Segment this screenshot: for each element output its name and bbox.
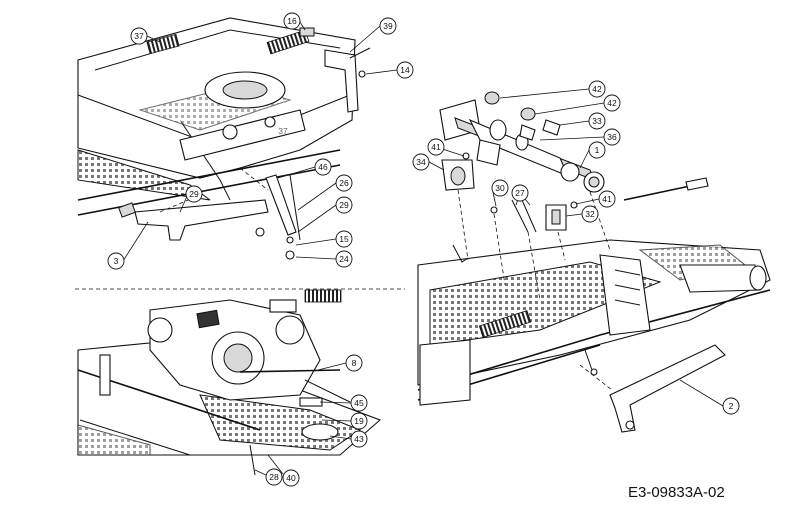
svg-text:26: 26 [339, 178, 349, 188]
callout-19: 19 [350, 412, 368, 430]
svg-text:8: 8 [352, 358, 357, 368]
callout-42-second: 42 [603, 94, 621, 112]
top-left-frame-view [77, 17, 371, 260]
callout-15: 15 [335, 230, 353, 248]
right-axle-assembly-view [417, 91, 771, 433]
svg-text:15: 15 [339, 234, 349, 244]
svg-text:24: 24 [339, 254, 349, 264]
callout-37: 37 [130, 27, 148, 45]
callout-24: 24 [335, 250, 353, 268]
svg-text:43: 43 [354, 434, 364, 444]
svg-text:28: 28 [269, 472, 279, 482]
svg-text:42: 42 [607, 98, 617, 108]
callout-28: 28 [265, 468, 283, 486]
callout-29: 29 [335, 196, 353, 214]
callout-1: 1 [588, 141, 606, 159]
svg-text:42: 42 [592, 84, 602, 94]
drawing-code: E3-09833A-02 [628, 484, 725, 501]
callout-42: 42 [588, 80, 606, 98]
svg-text:29: 29 [189, 189, 199, 199]
svg-text:19: 19 [354, 416, 364, 426]
callout-41-right: 41 [598, 190, 616, 208]
callout-36: 36 [603, 128, 621, 146]
svg-text:37: 37 [278, 126, 288, 136]
svg-text:45: 45 [354, 398, 364, 408]
svg-text:34: 34 [416, 157, 426, 167]
callout-30: 30 [491, 179, 509, 197]
callout-39: 39 [379, 17, 397, 35]
svg-text:1: 1 [595, 145, 600, 155]
bottom-left-transmission-view [77, 289, 382, 476]
callout-33: 33 [588, 112, 606, 130]
svg-text:2: 2 [729, 401, 734, 411]
svg-text:41: 41 [431, 142, 441, 152]
svg-text:16: 16 [287, 16, 297, 26]
svg-text:14: 14 [400, 65, 410, 75]
callout-2: 2 [722, 397, 740, 415]
svg-text:3: 3 [114, 256, 119, 266]
callout-8: 8 [345, 354, 363, 372]
callout-26: 26 [335, 174, 353, 192]
callout-46: 46 [314, 158, 332, 176]
svg-text:39: 39 [383, 21, 393, 31]
svg-text:46: 46 [318, 162, 328, 172]
svg-text:36: 36 [607, 132, 617, 142]
callout-45: 45 [350, 394, 368, 412]
callout-27: 27 [511, 184, 529, 202]
svg-text:40: 40 [286, 473, 296, 483]
svg-text:37: 37 [134, 31, 144, 41]
svg-text:41: 41 [602, 194, 612, 204]
callout-37-lower: 37 [278, 126, 288, 136]
svg-text:29: 29 [339, 200, 349, 210]
svg-text:33: 33 [592, 116, 602, 126]
callout-43: 43 [350, 430, 368, 448]
callout-29-arm: 29 [185, 185, 203, 203]
svg-text:32: 32 [585, 209, 595, 219]
svg-text:27: 27 [515, 188, 525, 198]
leader-lines [122, 21, 724, 476]
callout-32: 32 [581, 205, 599, 223]
callout-40: 40 [282, 469, 300, 487]
svg-text:30: 30 [495, 183, 505, 193]
callout-34: 34 [412, 153, 430, 171]
callout-41: 41 [427, 138, 445, 156]
callout-14: 14 [396, 61, 414, 79]
callout-16: 16 [283, 12, 301, 30]
callout-3: 3 [107, 252, 125, 270]
